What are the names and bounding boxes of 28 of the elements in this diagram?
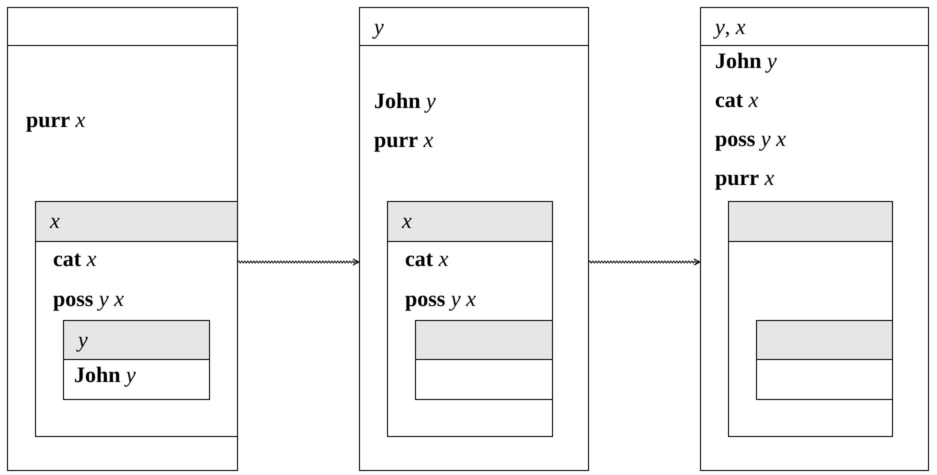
condition-text: poss y x — [405, 285, 476, 313]
universe-header: y — [360, 8, 588, 46]
universe-header: x — [388, 202, 552, 242]
condition-text: John y — [74, 361, 136, 389]
condition-text: John y — [374, 87, 436, 115]
universe-header: x — [36, 202, 237, 242]
drs-box — [63, 320, 210, 400]
universe-header: y — [64, 321, 209, 360]
drs-box — [700, 7, 929, 471]
condition-text: cat x — [715, 86, 758, 114]
condition-text: poss y x — [53, 285, 124, 313]
condition-text: poss y x — [715, 125, 786, 153]
condition-text: John y — [715, 47, 777, 75]
drs-box — [359, 7, 589, 471]
drs-box — [35, 201, 238, 437]
drs-box — [7, 7, 238, 471]
drs-box — [387, 201, 553, 437]
universe-header: y, x — [701, 8, 928, 46]
condition-text: cat x — [53, 245, 96, 273]
condition-text: purr x — [26, 106, 86, 134]
drs-box — [415, 320, 553, 400]
squiggle-arrow — [588, 258, 700, 266]
condition-text: purr x — [374, 126, 434, 154]
squiggle-arrow — [238, 258, 360, 266]
condition-text: cat x — [405, 245, 448, 273]
drs-box — [756, 320, 893, 400]
condition-text: purr x — [715, 164, 774, 192]
drs-box — [728, 201, 893, 437]
